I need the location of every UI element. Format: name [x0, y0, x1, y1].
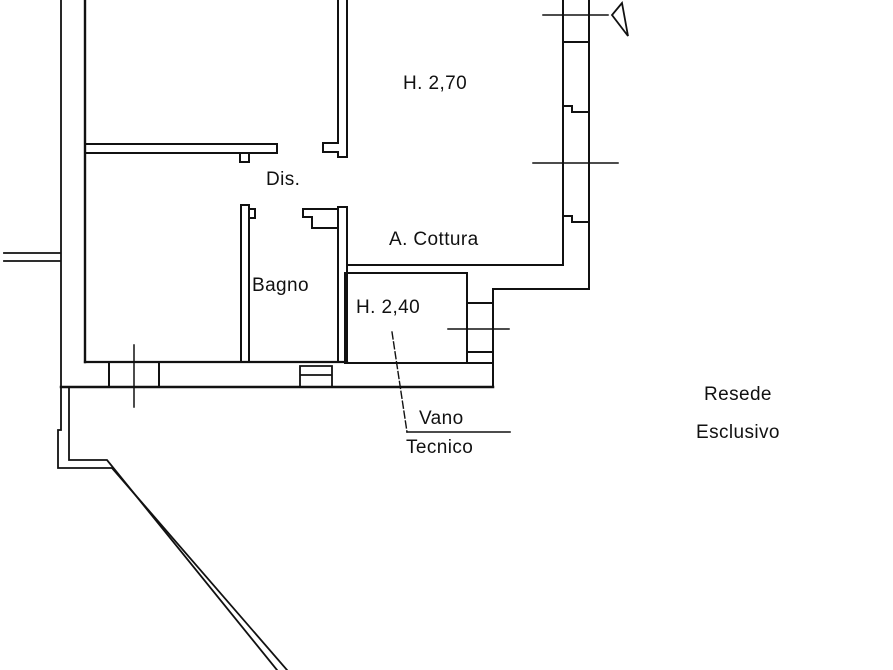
- boundary-double-tick: [3, 252, 61, 262]
- label-hallway: Dis.: [266, 169, 301, 190]
- boundary-line-left: [57, 0, 289, 670]
- label-bathroom: Bagno: [252, 275, 309, 296]
- walls: [59, 0, 590, 389]
- label-room-height-technical: H. 2,40: [356, 297, 421, 318]
- label-technical-room-line1: Vano: [419, 408, 464, 429]
- courtyard-boundary: [3, 0, 289, 670]
- window-bottom-left: [108, 361, 160, 388]
- wall-bathroom-left: [240, 204, 256, 363]
- annotation-leader: [391, 331, 511, 433]
- leader-line-technical: [391, 331, 408, 433]
- label-courtyard-line2: Esclusivo: [696, 422, 780, 443]
- openings: [108, 0, 629, 408]
- wall-room1-bottom: [84, 143, 278, 163]
- label-technical-room-line2: Tecnico: [406, 437, 474, 458]
- wall-right-outer: [562, 0, 590, 290]
- threshold-bathroom: [299, 365, 333, 388]
- boundary-line-inner: [68, 387, 279, 670]
- wall-stub-kitchen: [302, 208, 339, 229]
- window-technical-room: [466, 302, 494, 364]
- wall-mid-upper: [322, 0, 348, 158]
- label-kitchen: A. Cottura: [389, 229, 479, 250]
- door-leaf-symbol: [610, 0, 629, 37]
- label-room-height-main: H. 2,70: [403, 73, 468, 94]
- label-courtyard-line1: Resede: [704, 384, 772, 405]
- wall-technical-room: [344, 272, 468, 364]
- wall-step-right: [492, 288, 590, 388]
